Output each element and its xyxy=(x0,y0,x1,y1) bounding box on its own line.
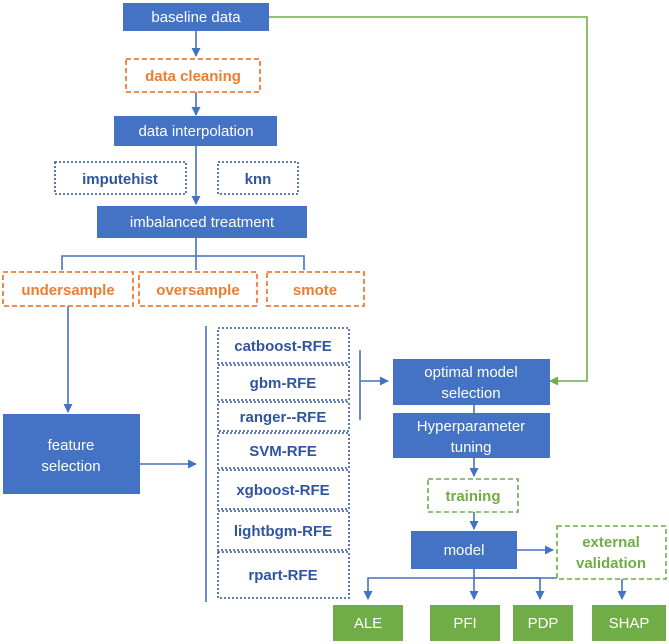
data-cleaning-label: data cleaning xyxy=(145,68,241,85)
interpretation-methods: ALE PFI PDP SHAP xyxy=(333,605,666,641)
imputehist-box xyxy=(54,161,187,195)
rfe-method-box xyxy=(217,510,350,551)
rfe-method-box xyxy=(217,401,350,432)
rfe-method-label: rpart-RFE xyxy=(248,567,317,584)
rfe-method-box xyxy=(217,364,350,401)
rfe-method-box xyxy=(217,469,350,510)
data-interpolation-label: data interpolation xyxy=(138,123,253,140)
interpretation-method-label: PFI xyxy=(453,615,476,632)
optimal-model-selection-label-line1: optimal model xyxy=(424,364,517,381)
imbalanced-treatment-box xyxy=(97,206,307,238)
smote-box xyxy=(266,271,365,307)
rfe-method-label: catboost-RFE xyxy=(234,338,332,355)
branch-imbalanced-undersample xyxy=(61,238,197,270)
arrow-model-to-ale xyxy=(363,569,475,600)
feature-selection-label-line1: feature xyxy=(48,437,95,454)
undersample-box xyxy=(2,271,134,307)
rfe-method-box xyxy=(217,432,350,469)
optimal-model-selection-box xyxy=(393,359,550,405)
branch-imbalanced-smote xyxy=(196,255,305,270)
data-cleaning-box xyxy=(125,58,261,93)
connectors xyxy=(61,31,627,602)
rfe-method-label: SVM-RFE xyxy=(249,443,317,460)
hyperparameter-tuning-label-line1: Hyperparameter xyxy=(417,418,525,435)
knn-box xyxy=(217,161,299,195)
feature-selection-label-line2: selection xyxy=(41,458,100,475)
external-validation-label-line1: external xyxy=(582,534,640,551)
arrow-model-to-shap xyxy=(474,577,627,600)
hyperparameter-tuning-label-line2: tuning xyxy=(451,439,492,456)
rfe-method-label: ranger--RFE xyxy=(240,409,327,426)
rfe-method-label: xgboost-RFE xyxy=(236,482,329,499)
imputehist-label: imputehist xyxy=(82,171,158,188)
rfe-method-box xyxy=(217,327,350,364)
baseline-data-label: baseline data xyxy=(151,9,241,26)
interpretation-method-label: PDP xyxy=(528,615,559,632)
knn-label: knn xyxy=(245,171,272,188)
rfe-method-label: gbm-RFE xyxy=(250,375,317,392)
oversample-box xyxy=(138,271,258,307)
smote-label: smote xyxy=(293,282,337,299)
hyperparameter-tuning-box xyxy=(393,413,550,458)
training-box xyxy=(427,478,519,513)
interpretation-method-label: ALE xyxy=(354,615,382,632)
feature-selection-box xyxy=(3,414,140,494)
interpretation-method-box xyxy=(333,605,403,641)
model-box xyxy=(411,531,517,569)
rfe-method-box xyxy=(217,551,350,599)
training-label: training xyxy=(446,488,501,505)
rfe-method-label: lightbgm-RFE xyxy=(234,523,332,540)
undersample-label: undersample xyxy=(21,282,114,299)
arrow-model-to-pdp xyxy=(474,577,545,600)
interpretation-method-box xyxy=(592,605,666,641)
data-interpolation-box xyxy=(114,116,277,146)
interpretation-method-box xyxy=(513,605,573,641)
external-validation-box xyxy=(556,525,667,580)
optimal-model-selection-label-line2: selection xyxy=(441,385,500,402)
interpretation-method-box xyxy=(430,605,500,641)
model-label: model xyxy=(444,542,485,559)
rfe-list: catboost-RFE gbm-RFE ranger--RFE SVM-RFE… xyxy=(217,327,350,599)
baseline-data-box xyxy=(123,3,269,31)
imbalanced-treatment-label: imbalanced treatment xyxy=(130,214,275,231)
interpretation-method-label: SHAP xyxy=(609,615,650,632)
external-validation-label-line2: validation xyxy=(576,555,646,572)
arrow-baseline-to-optimal xyxy=(269,16,588,386)
oversample-label: oversample xyxy=(156,282,239,299)
